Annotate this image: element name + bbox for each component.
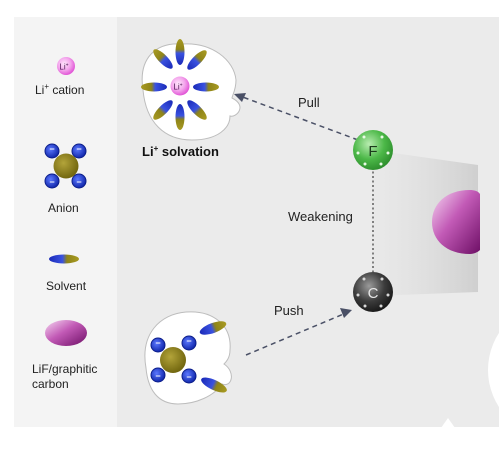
- svg-text:−: −: [186, 372, 191, 382]
- legend-anion-label: Anion: [48, 201, 79, 215]
- decorative-white-circle: [488, 332, 499, 408]
- interaction-cone: [372, 150, 478, 296]
- solvation-solvents: [141, 39, 219, 130]
- legend-lif-icon: [45, 320, 87, 346]
- solvation-label: Li+ solvation: [142, 144, 219, 159]
- svg-text:C: C: [368, 285, 379, 302]
- svg-text:−: −: [155, 371, 160, 381]
- svg-text:F: F: [368, 143, 377, 160]
- solvation-li-ion: Li+: [170, 76, 190, 96]
- legend-anion-icon: − − − −: [44, 143, 87, 189]
- svg-text:−: −: [155, 338, 160, 348]
- svg-text:−: −: [76, 144, 81, 154]
- legend-panel: [14, 17, 117, 427]
- carbon-atom: C: [353, 272, 393, 312]
- push-label: Push: [274, 303, 304, 318]
- svg-text:Li+: Li+: [173, 83, 182, 92]
- pull-label: Pull: [298, 95, 320, 110]
- push-arrow: [245, 308, 352, 356]
- svg-text:−: −: [76, 177, 81, 187]
- svg-text:−: −: [186, 336, 191, 346]
- legend-li-cation-icon: Li+: [57, 57, 75, 75]
- lif-graphitic-blob: [432, 190, 480, 254]
- svg-text:−: −: [49, 177, 54, 187]
- fluorine-atom: F: [353, 130, 393, 170]
- anion-complex: − − − −: [150, 321, 227, 393]
- svg-text:−: −: [49, 144, 54, 154]
- weakening-label: Weakening: [288, 209, 353, 224]
- legend-solvent-label: Solvent: [46, 279, 87, 293]
- decorative-white-triangle: [436, 418, 460, 435]
- pull-arrow: [234, 93, 359, 141]
- svg-text:Li+: Li+: [59, 63, 68, 72]
- legend-solvent-icon: [49, 254, 79, 264]
- legend-lif-label-line1: LiF/graphitic: [32, 362, 98, 376]
- legend-lif-label-line2: carbon: [32, 377, 69, 391]
- legend-li-cation-label: Li+ cation: [35, 82, 85, 98]
